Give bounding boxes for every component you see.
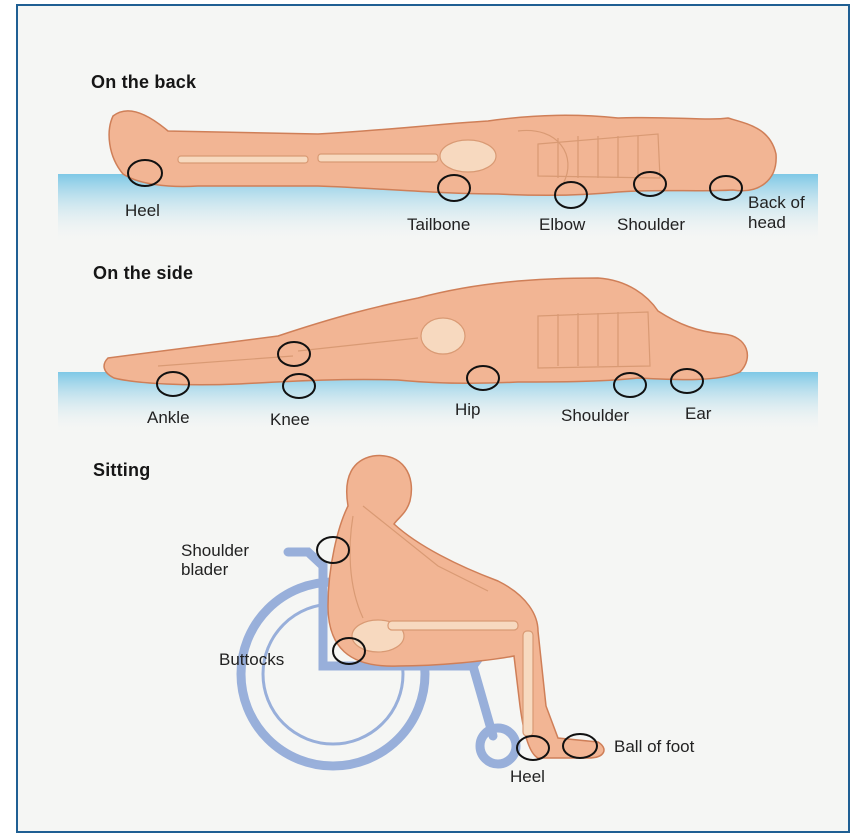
label-sitting-ball-of-foot: Ball of foot	[614, 737, 694, 757]
label-side-ear: Ear	[685, 404, 711, 424]
heading-sitting: Sitting	[93, 460, 150, 481]
label-back-elbow: Elbow	[539, 215, 585, 235]
label-side-shoulder: Shoulder	[561, 406, 629, 426]
label-sitting-heel: Heel	[510, 767, 545, 787]
label-sitting-buttocks: Buttocks	[219, 650, 284, 670]
sitting-body-figure	[328, 456, 604, 758]
heading-on-the-side: On the side	[93, 263, 193, 284]
heading-on-the-back: On the back	[91, 72, 196, 93]
diagram-frame: On the back On the side Sitting Heel Tai…	[16, 4, 850, 833]
label-back-heel: Heel	[125, 201, 160, 221]
label-side-ankle: Ankle	[147, 408, 190, 428]
label-back-of-head: Back of head	[748, 193, 810, 233]
label-side-hip: Hip	[455, 400, 481, 420]
label-sitting-shoulder-blader: Shoulder blader	[181, 541, 279, 579]
label-back-tailbone: Tailbone	[407, 215, 470, 235]
pressure-points-illustration	[18, 6, 850, 833]
label-back-shoulder: Shoulder	[617, 215, 685, 235]
label-side-knee: Knee	[270, 410, 310, 430]
